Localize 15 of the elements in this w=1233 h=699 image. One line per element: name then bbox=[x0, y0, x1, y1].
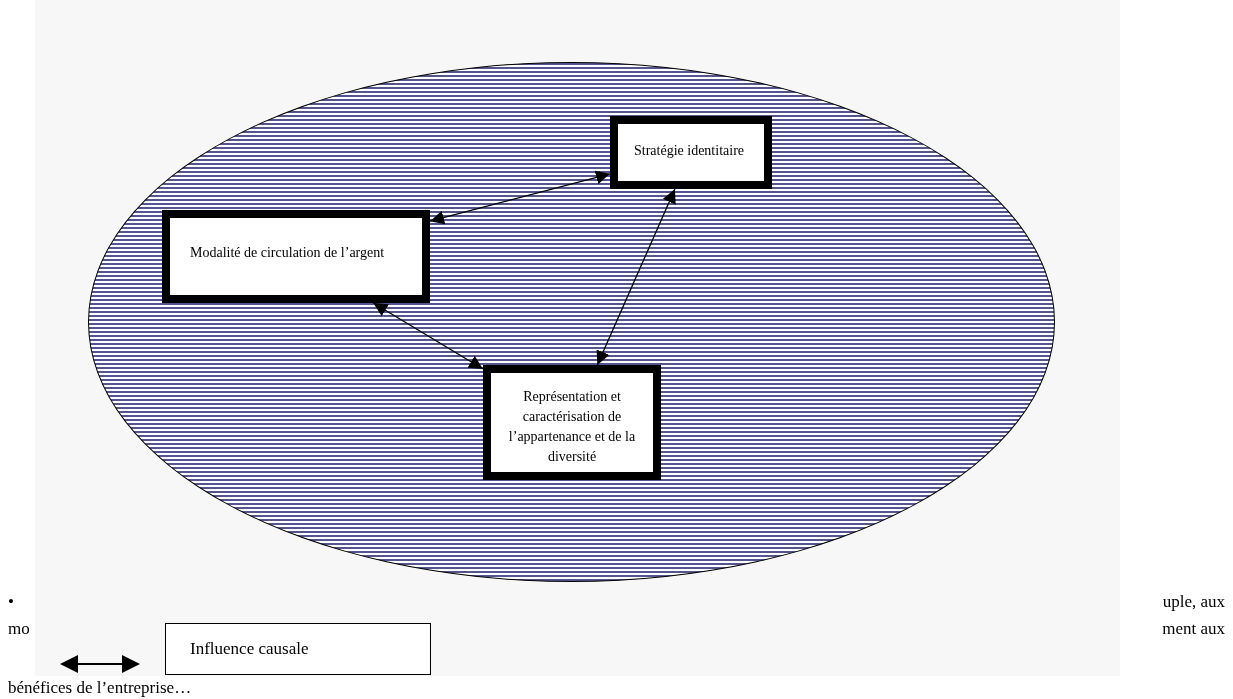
body-text-fragment: mo bbox=[8, 618, 30, 639]
body-text-fragment: • bbox=[8, 591, 14, 612]
box-text: Modalité de circulation de l’argent bbox=[189, 244, 386, 262]
concept-box bbox=[610, 116, 772, 189]
concept-box bbox=[483, 365, 661, 480]
body-text-fragment: uple, aux bbox=[1162, 591, 1225, 612]
body-text-fragment: ment aux bbox=[1162, 618, 1225, 639]
box-text: Stratégie identitaire bbox=[633, 142, 745, 160]
double-arrow bbox=[372, 302, 484, 370]
concept-box bbox=[162, 210, 430, 303]
box-text: Représentation et caractérisation de l’appartenance et de la diversité bbox=[507, 388, 637, 466]
body-text-fragment: bénéfices de l’entreprise… bbox=[8, 677, 192, 698]
double-arrow bbox=[429, 170, 611, 225]
legend-label: Influence causale bbox=[165, 623, 431, 675]
double-arrow bbox=[596, 188, 676, 366]
